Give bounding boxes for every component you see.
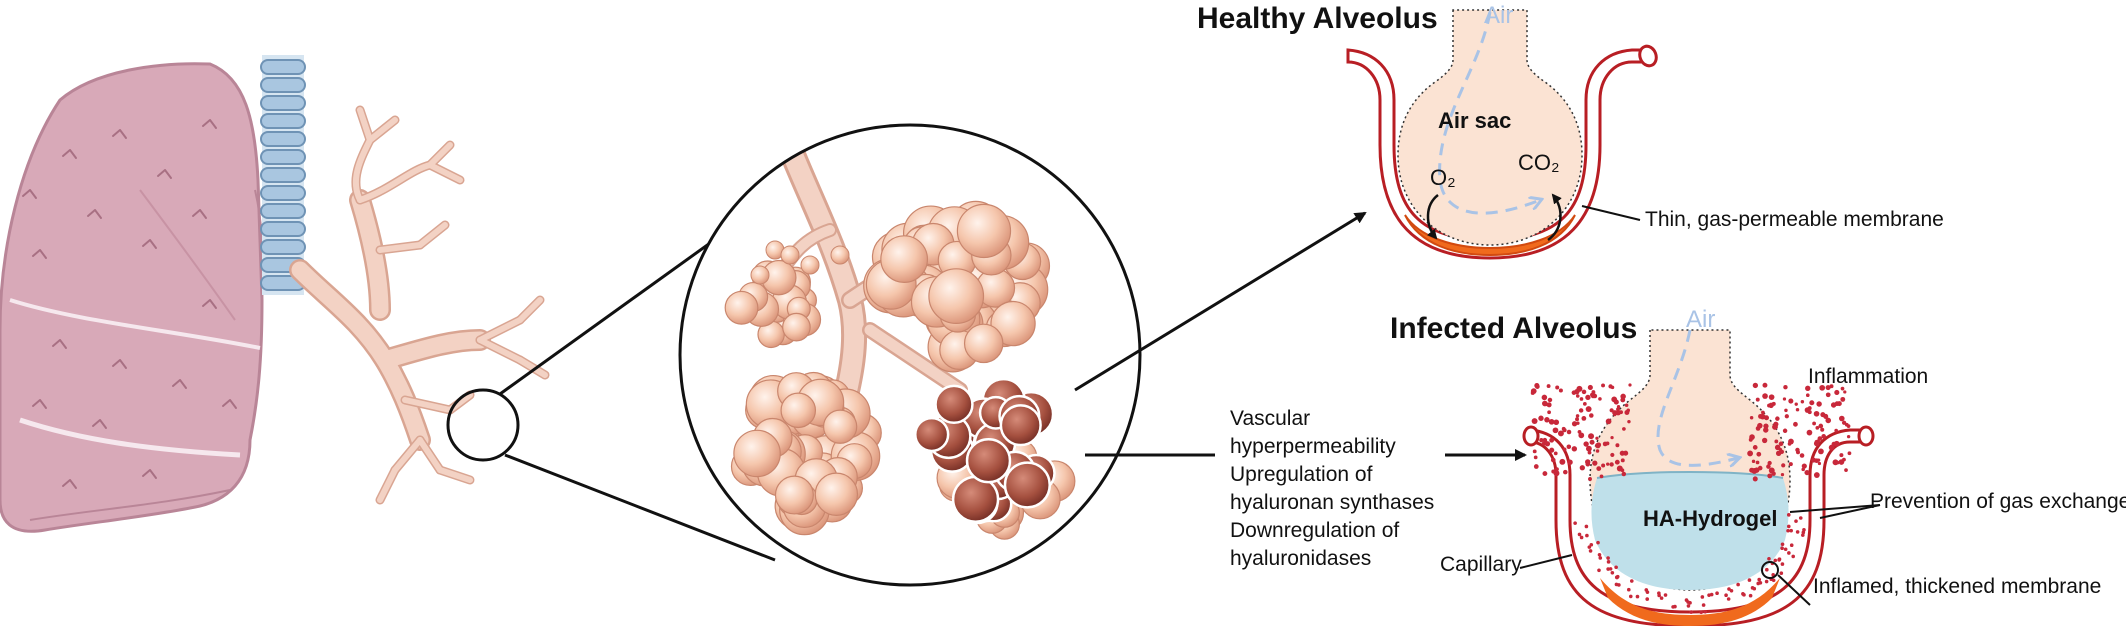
gas-exchange-label: Prevention of gas exchange	[1870, 490, 2126, 513]
alveoli-zoom	[678, 123, 1142, 587]
infected-alveolus	[1519, 329, 1881, 626]
mechanisms-list: Vascular hyperpermeability Upregulation …	[1230, 405, 1434, 573]
hydrogel-label: HA-Hydrogel	[1643, 506, 1778, 531]
mechanism-line: Downregulation of	[1230, 519, 1400, 542]
mechanism-line: hyaluronan synthases	[1230, 491, 1435, 514]
infected-title: Infected Alveolus	[1390, 312, 1638, 345]
healthy-alveolus	[1346, 9, 1658, 260]
thin-membrane-label: Thin, gas-permeable membrane	[1645, 208, 1944, 231]
magnifier-circle	[446, 388, 520, 462]
bronchial-tree	[289, 105, 550, 505]
capillary-label: Capillary	[1440, 553, 1522, 576]
healthy-air-label: Air	[1484, 2, 1514, 29]
inflammation-label: Inflammation	[1808, 365, 1929, 388]
healthy-title: Healthy Alveolus	[1197, 2, 1438, 35]
mechanism-line: Upregulation of	[1230, 463, 1373, 486]
co2-label: CO₂	[1518, 150, 1560, 175]
lung-illustration	[0, 62, 265, 533]
zoom-line-bottom	[504, 453, 776, 562]
mechanism-line: hyaluronidases	[1230, 547, 1372, 570]
arrow-to-healthy	[1074, 211, 1367, 392]
infected-air-label: Air	[1686, 306, 1716, 333]
mechanism-line: Vascular	[1230, 407, 1311, 430]
o2-label: O₂	[1430, 165, 1456, 190]
air-sac-label: Air sac	[1438, 108, 1512, 133]
trachea-illustration	[260, 55, 306, 295]
mechanism-line: hyperpermeability	[1230, 435, 1396, 458]
inflamed-membrane-label: Inflamed, thickened membrane	[1813, 575, 2102, 598]
